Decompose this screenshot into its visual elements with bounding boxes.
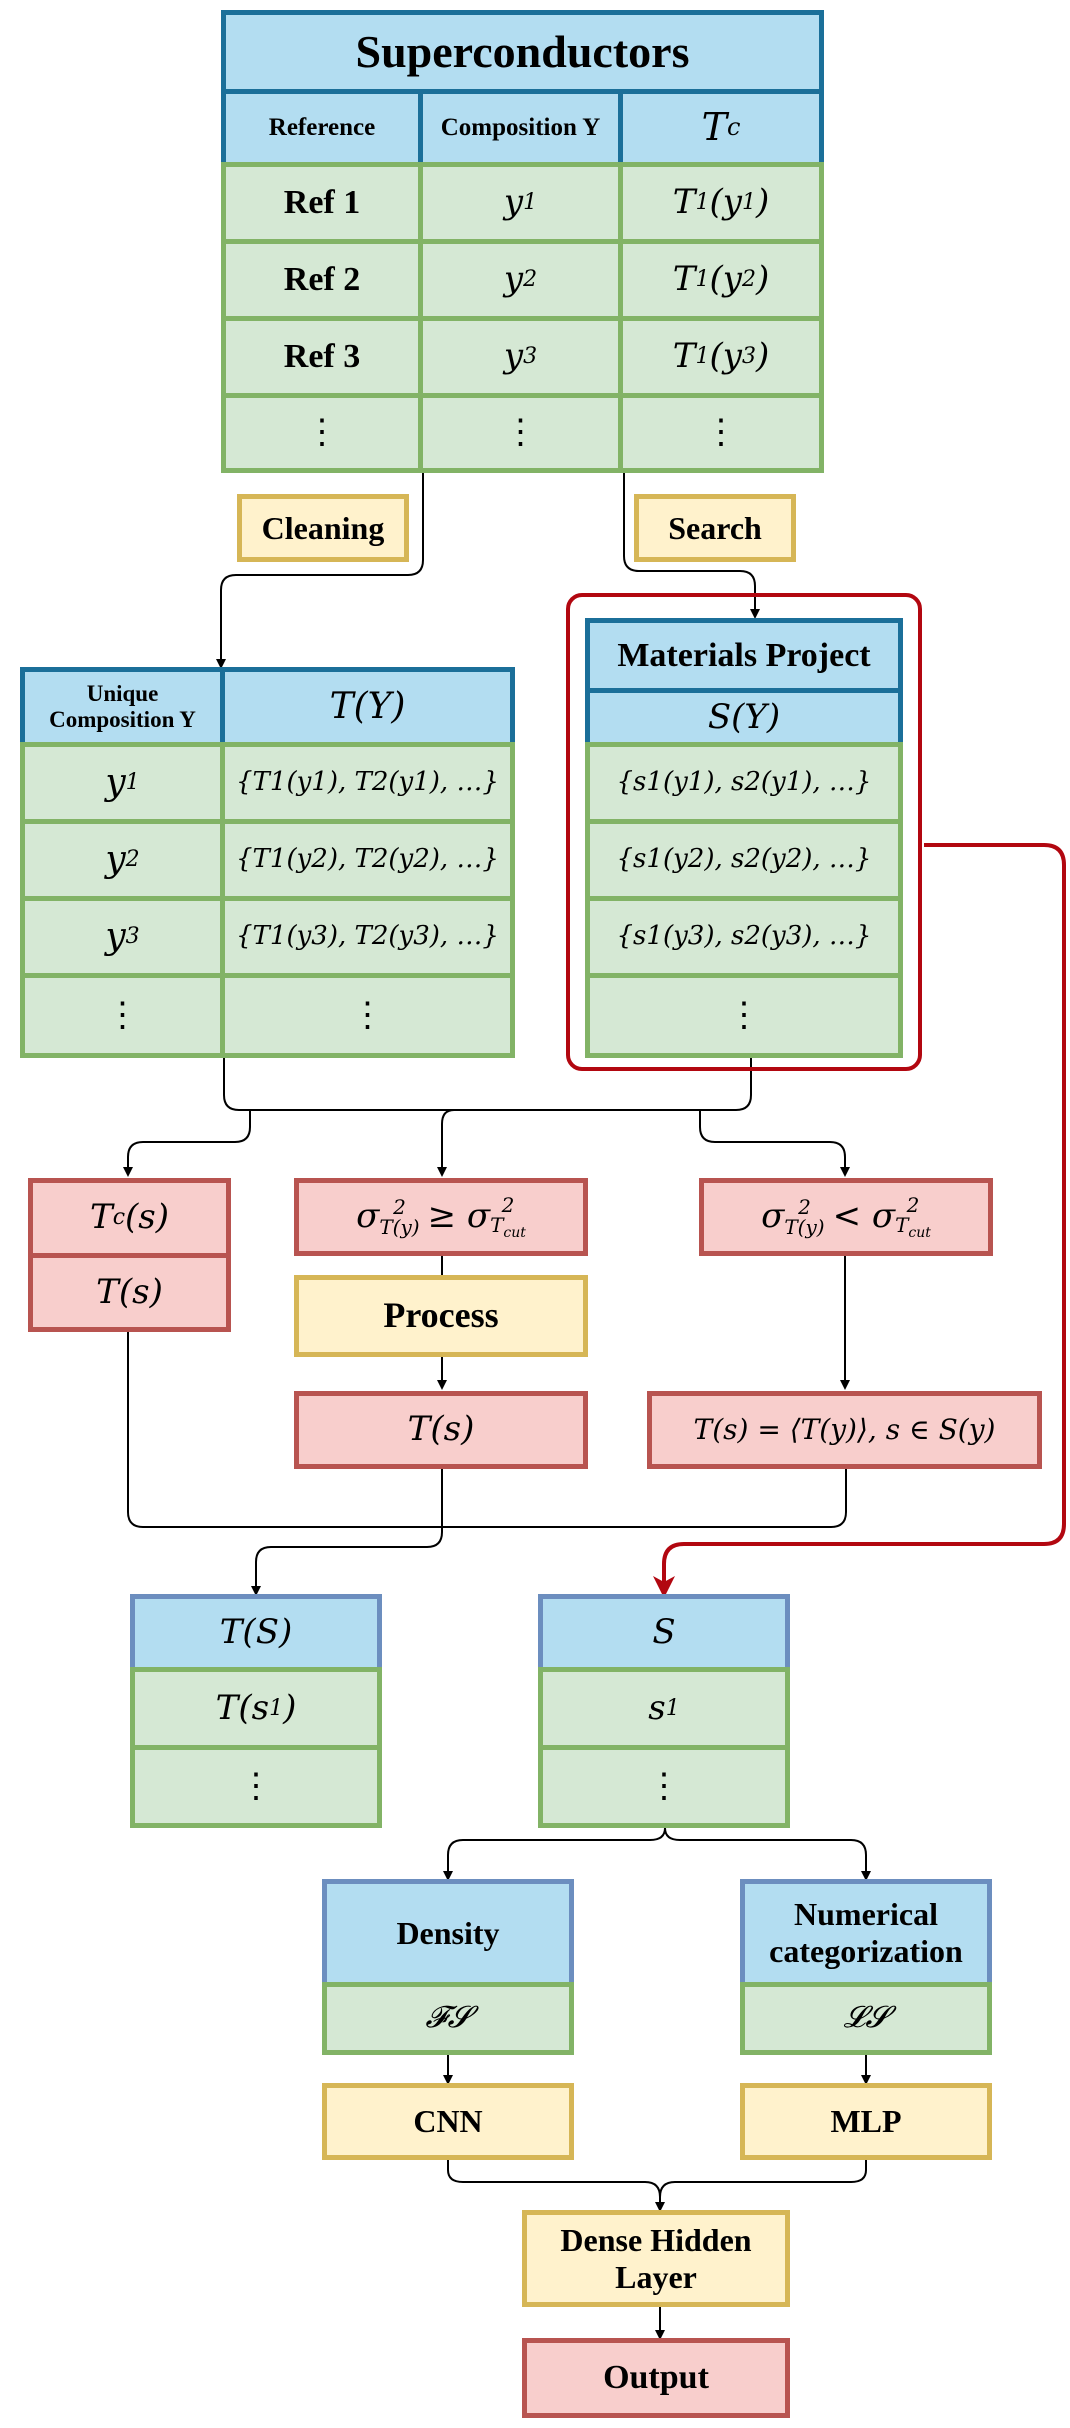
edge-cnn-dense <box>447 2160 665 2212</box>
edge-to-TS <box>251 1469 443 1596</box>
cleaning-label: Cleaning <box>237 494 409 562</box>
ref-3: Ref 3 <box>221 316 423 398</box>
superconductors-title: Superconductors <box>221 10 824 94</box>
s-header: S <box>538 1594 790 1672</box>
ref-2: Ref 2 <box>221 239 423 321</box>
ts-header: T(S) <box>130 1594 382 1672</box>
materials-row-2: {s1(y2), s2(y2), …} <box>585 819 903 901</box>
materials-row-3: {s1(y3), s2(y3), …} <box>585 896 903 978</box>
ts-ellipsis: ⋮ <box>130 1745 382 1828</box>
materials-project-title: Materials Project <box>585 618 903 693</box>
header-TY: T(Y) <box>220 667 515 747</box>
header-unique-composition: Unique Composition Y <box>20 667 225 747</box>
edge-collect <box>127 1332 847 1528</box>
edge-split-s <box>443 1827 666 1881</box>
density-feature: 𝓕𝓢 <box>322 1982 574 2055</box>
numerical-feature: 𝓛𝓢 <box>740 1982 992 2055</box>
materials-row-1: {s1(y1), s2(y1), …} <box>585 742 903 824</box>
edge-to-middle <box>437 1109 455 1177</box>
edge-merge-left <box>223 1058 752 1111</box>
right-result: T(s) = ⟨T(y)⟩, s ∈ S(y) <box>647 1391 1042 1469</box>
header-composition: Composition Y <box>418 89 623 167</box>
edge-to-tc <box>123 1110 251 1177</box>
ref-1: Ref 1 <box>221 162 423 244</box>
output-box: Output <box>522 2338 790 2418</box>
mlp-box: MLP <box>740 2083 992 2160</box>
header-reference: Reference <box>221 89 423 167</box>
unique-TY1: {T1(y1), T2(y1), …} <box>220 742 515 824</box>
comp-ellipsis: ⋮ <box>418 393 623 473</box>
dense-hidden-layer: Dense Hidden Layer <box>522 2210 790 2307</box>
edge-cleaning <box>216 470 424 669</box>
tc-ellipsis: ⋮ <box>618 393 824 473</box>
edge-to-right <box>699 1110 850 1177</box>
left-t-s: T(s) <box>28 1253 231 1332</box>
unique-ellipsis-1: ⋮ <box>20 973 225 1058</box>
unique-TY3: {T1(y3), T2(y3), …} <box>220 896 515 978</box>
density-header: Density <box>322 1879 574 1987</box>
process-box: Process <box>294 1275 588 1357</box>
materials-ellipsis: ⋮ <box>585 973 903 1058</box>
search-label: Search <box>634 494 796 562</box>
materials-highlight-frame <box>566 593 922 1071</box>
ref-ellipsis: ⋮ <box>221 393 423 473</box>
numerical-header: Numerical categorization <box>740 1879 992 1987</box>
unique-TY2: {T1(y2), T2(y2), …} <box>220 819 515 901</box>
edge-materials-to-s <box>653 843 1066 1598</box>
s-ellipsis: ⋮ <box>538 1745 790 1828</box>
materials-SY-header: S(Y) <box>585 688 903 747</box>
middle-result: T(s) <box>294 1391 588 1469</box>
edge-search <box>623 470 760 619</box>
cnn-box: CNN <box>322 2083 574 2160</box>
unique-ellipsis-2: ⋮ <box>220 973 515 1058</box>
